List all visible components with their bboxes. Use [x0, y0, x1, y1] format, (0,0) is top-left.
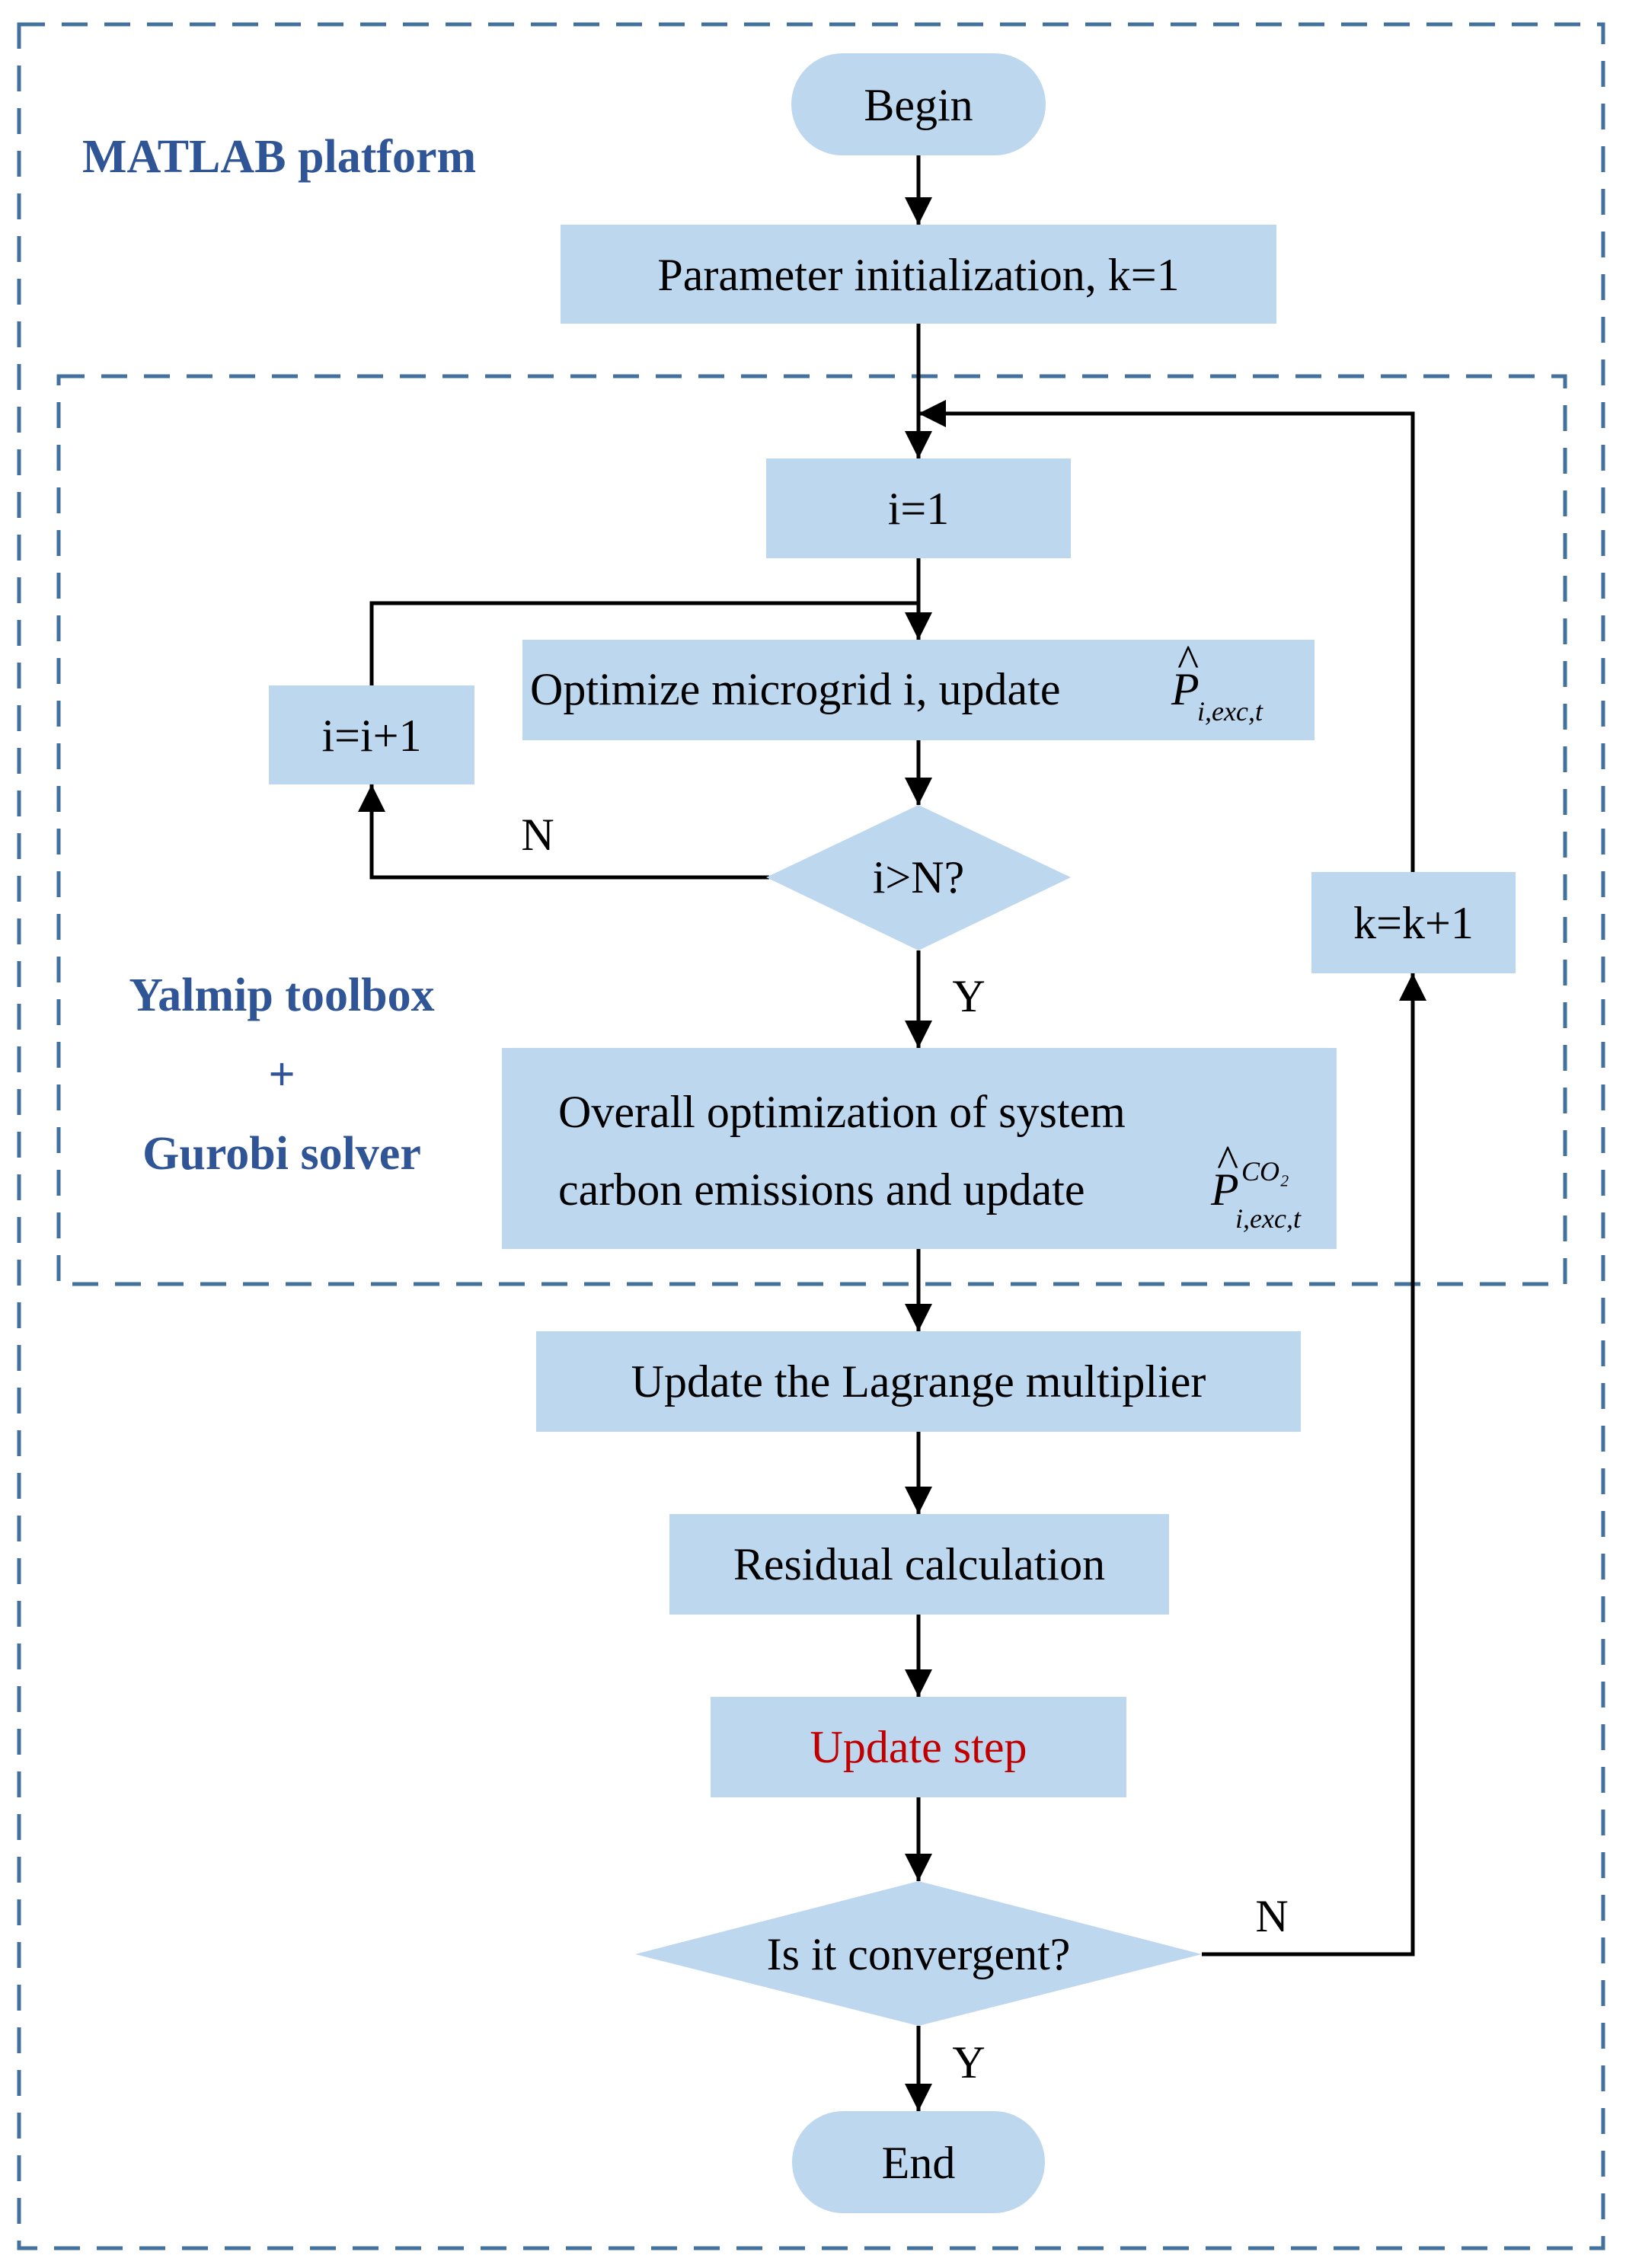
end-node: [792, 2111, 1045, 2213]
end-label: End: [882, 2138, 956, 2188]
begin-label: Begin: [864, 80, 973, 130]
overall-subscript: i,exc,t: [1235, 1203, 1302, 1234]
convergence-node: [635, 1881, 1202, 2026]
i-condition-node: [766, 805, 1071, 950]
begin-node: [791, 53, 1046, 155]
overall-optimization-node: [502, 1048, 1337, 1249]
yalmip-gurobi-frame: [56, 374, 1567, 1286]
lagrange-node: [536, 1331, 1301, 1432]
edge-kincr-loop: [918, 400, 1415, 872]
optimize-microgrid-label: Optimize microgrid i, update: [530, 664, 1060, 714]
edge-cond-no-incr: [358, 784, 769, 880]
optimize-microgrid-node: [522, 640, 1315, 740]
overall-hat: ^: [1217, 1136, 1238, 1187]
i-init-node: [766, 458, 1071, 558]
edge-label-n-inner: N: [521, 810, 554, 860]
edge-converge-no-kincr: [1202, 973, 1426, 1957]
residual-node: [669, 1514, 1169, 1615]
convergence-label: Is it convergent?: [767, 1929, 1071, 1979]
lagrange-label: Update the Lagrange multiplier: [631, 1356, 1206, 1407]
overall-symbol: P: [1210, 1164, 1239, 1215]
init-node: [561, 225, 1276, 324]
connectors: [358, 155, 1426, 2111]
edge-label-y-inner: Y: [952, 971, 985, 1021]
overall-optimization-line1: Overall optimization of system: [558, 1087, 1126, 1137]
update-step-label: Update step: [810, 1722, 1027, 1772]
overall-optimization-line2: carbon emissions and update: [558, 1164, 1085, 1215]
edge-label-n-outer: N: [1255, 1891, 1288, 1941]
edge-incr-loop: [369, 601, 918, 685]
i-init-label: i=1: [888, 484, 950, 534]
i-increment-node: [269, 685, 474, 784]
optimize-hat: ^: [1177, 636, 1199, 686]
overall-superscript: CO₂: [1241, 1156, 1289, 1187]
plus-label: +: [268, 1049, 295, 1100]
matlab-platform-frame: [17, 22, 1605, 2250]
matlab-platform-label: MATLAB platform: [82, 131, 476, 183]
residual-label: Residual calculation: [733, 1539, 1105, 1589]
k-increment-label: k=k+1: [1353, 898, 1474, 948]
i-condition-label: i>N?: [873, 852, 964, 902]
gurobi-solver-label: Gurobi solver: [142, 1128, 421, 1180]
update-step-node: [711, 1697, 1126, 1797]
yalmip-toolbox-label: Yalmip toolbox: [129, 969, 434, 1021]
i-increment-label: i=i+1: [321, 711, 421, 761]
k-increment-node: [1311, 872, 1516, 973]
optimize-symbol: P: [1171, 664, 1200, 714]
init-label: Parameter initialization, k=1: [657, 250, 1179, 300]
edge-label-y-outer: Y: [952, 2037, 985, 2088]
optimize-subscript: i,exc,t: [1197, 696, 1263, 727]
